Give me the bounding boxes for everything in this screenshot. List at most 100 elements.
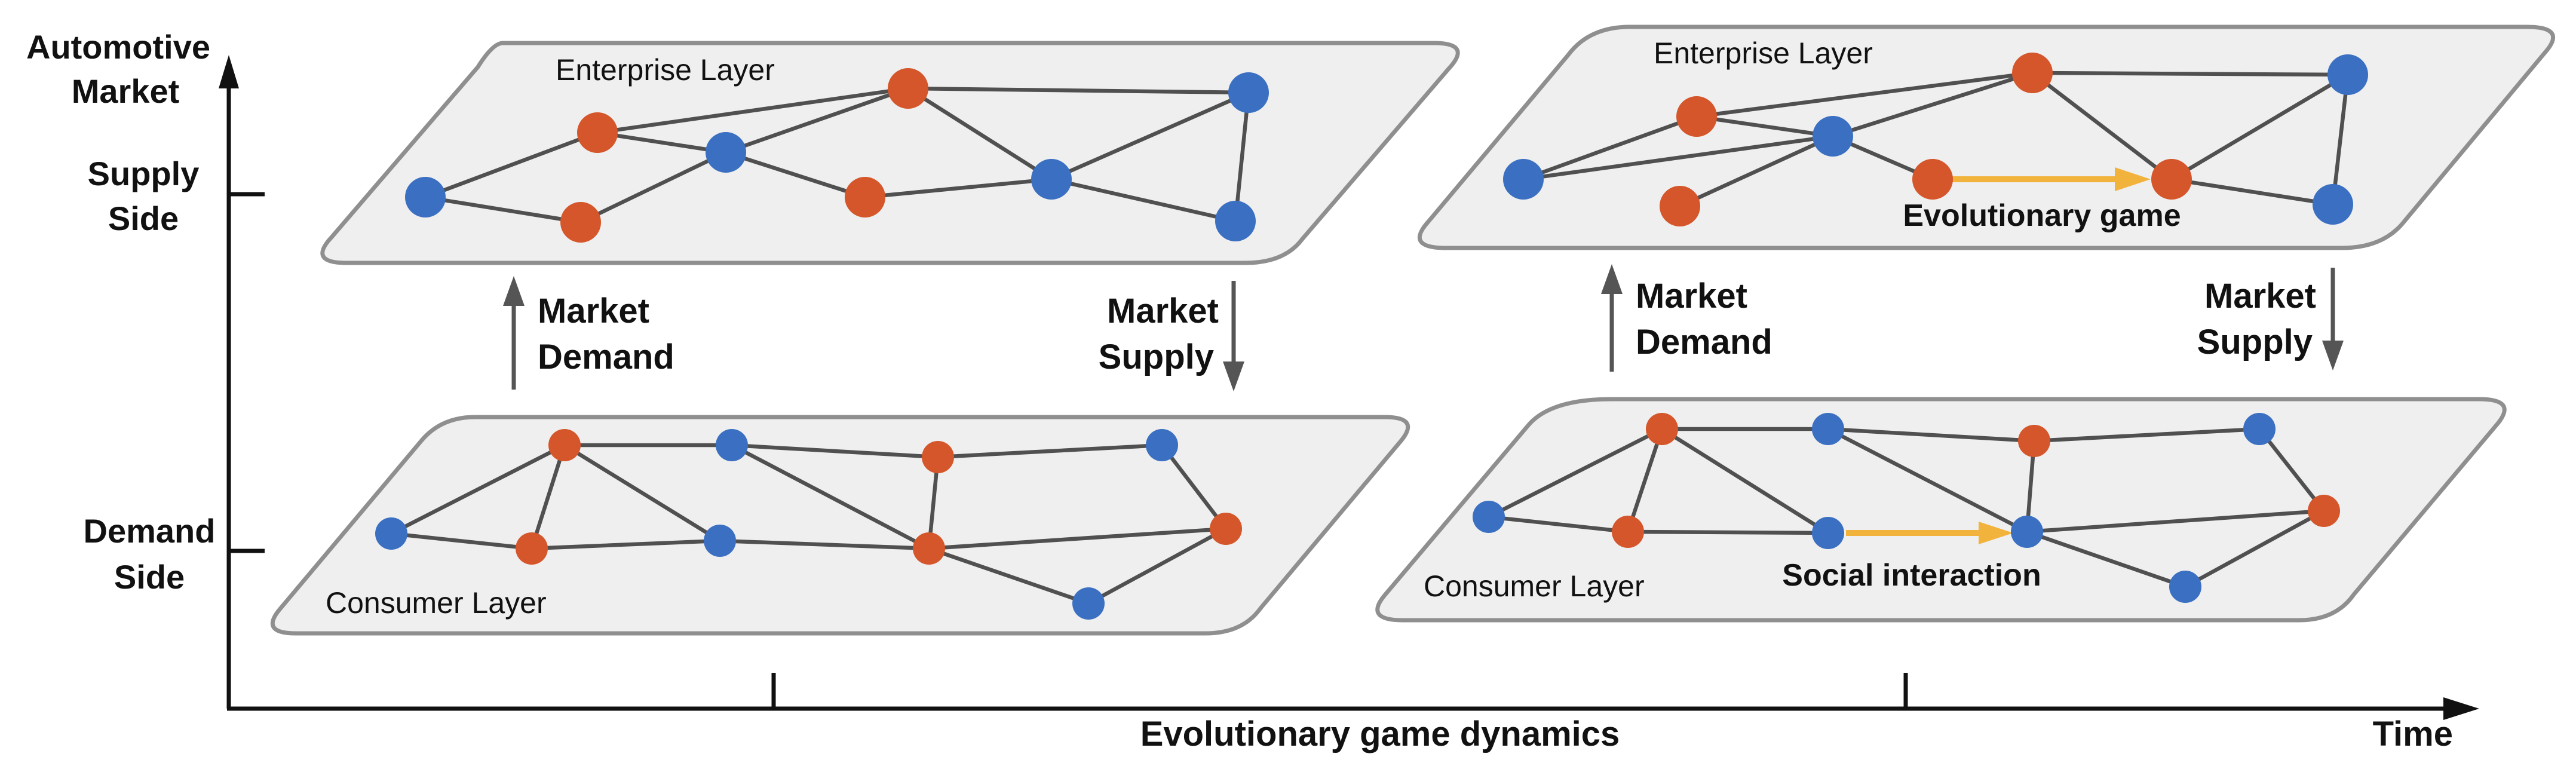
y-axis-arrowhead [219,55,239,88]
network-edge [529,443,567,551]
network-edge [562,443,722,543]
consumer-node-blue [375,517,407,550]
market-demand-label-line-2: Demand [1636,323,1772,361]
enterprise-node-orange [888,68,928,109]
consumer-node-orange [548,429,581,461]
network-edge [2032,427,2262,443]
market-supply-label-line-1: Market [1107,292,1219,330]
consumer-node-blue [1812,517,1844,549]
market-flow-2: Market Demand Market Supply [1601,264,2344,372]
consumer-node-orange [516,532,548,565]
consumer-node-blue [1812,413,1844,445]
consumer-node-blue [2243,413,2276,445]
market-demand-arrowhead [503,276,525,306]
market-supply-label-line-2: Supply [1099,338,1214,376]
enterprise-node-blue [1228,72,1269,113]
network-edge [595,130,728,155]
enterprise-layer-1: Enterprise Layer [320,41,1460,265]
enterprise-node-orange [560,202,601,243]
network-edge [1486,514,1630,534]
enterprise-edges [423,86,1251,225]
network-edge [1626,529,1830,535]
network-edge [927,546,1091,606]
network-edge [1678,134,1835,209]
consumer-node-blue [1146,429,1178,461]
network-edge [717,538,931,551]
enterprise-node-blue [706,132,746,173]
market-demand-label-line-1: Market [1636,277,1747,315]
network-edge [1830,71,2035,139]
evolutionary-game-arrowhead [2115,167,2151,191]
consumer-node-blue [2169,571,2201,603]
market-supply-arrowhead [2322,341,2344,370]
network-edge [389,531,534,551]
network-edge [2169,72,2350,182]
consumer-node-orange [913,532,945,565]
enterprise-node-orange [845,177,885,217]
enterprise-node-blue [2327,54,2368,95]
network-edge [1694,114,1835,139]
enterprise-layer-label: Enterprise Layer [556,53,775,87]
network-edge [423,195,583,225]
y-axis-title-line-1: Automotive [26,28,210,66]
market-demand-arrowhead [1601,264,1623,294]
network-edge [906,86,1251,95]
network-edge [1049,90,1251,182]
network-edge [1694,71,2035,119]
axes: Automotive Market Supply Side Demand Sid… [26,28,2479,753]
social-interaction: Social interaction [1782,522,2041,593]
enterprise-node-blue [1813,116,1853,157]
consumer-layer-label: Consumer Layer [326,586,547,620]
network-edge [729,443,931,551]
network-edge [1160,443,1228,531]
network-edge [906,86,1054,182]
market-supply-label-line-2: Supply [2197,323,2313,361]
social-interaction-label: Social interaction [1782,558,2041,593]
consumer-node-blue [716,429,748,461]
market-supply-label-line-1: Market [2204,277,2316,315]
network-edge [1049,177,1238,223]
market-flow-1: Market Demand Market Supply [503,276,1244,391]
enterprise-node-blue [1031,159,1072,200]
enterprise-layer-label: Enterprise Layer [1654,36,1873,70]
enterprise-node-orange [577,112,618,153]
network-edge [1486,427,1664,519]
consumer-node-orange [2018,425,2050,457]
network-edge [2169,177,2335,207]
consumer-node-blue [1473,501,1505,533]
network-edge [1826,427,2037,443]
panel-2: Enterprise Layer Evolutionary game [1375,24,2556,623]
x-axis-title: Evolutionary game dynamics [1140,715,1620,753]
network-edge [529,538,722,551]
enterprise-node-orange [1676,96,1717,137]
consumer-layer-1: Consumer Layer [270,415,1410,636]
network-edge [1826,427,2029,534]
network-edge [1521,114,1699,182]
network-edge [2330,72,2350,207]
consumer-node-orange [1646,413,1678,445]
network-edge [595,86,910,135]
market-demand-label-line-1: Market [538,292,649,330]
demand-side-label-line-2: Side [114,558,185,596]
network-edge [2257,427,2326,513]
consumer-node-orange [2308,495,2340,527]
consumer-node-blue [704,525,736,557]
enterprise-node-blue [1503,159,1544,200]
enterprise-node-orange [2151,159,2192,200]
time-label: Time [2373,715,2453,753]
y-axis-title-line-2: Market [72,72,180,110]
social-interaction-arrowhead [1979,522,2013,544]
consumer-node-orange [1612,516,1644,548]
supply-side-label-line-2: Side [108,200,179,237]
network-edge [723,86,910,155]
enterprise-plane [320,41,1460,265]
consumer-node-orange [1210,513,1242,545]
network-edge [1086,526,1228,606]
consumer-node-orange [922,441,954,473]
network-edge [723,150,867,200]
enterprise-layer-2: Enterprise Layer Evolutionary game [1417,24,2556,250]
network-edge [389,443,567,536]
network-edge [927,526,1228,551]
network-edge [2025,529,2188,589]
